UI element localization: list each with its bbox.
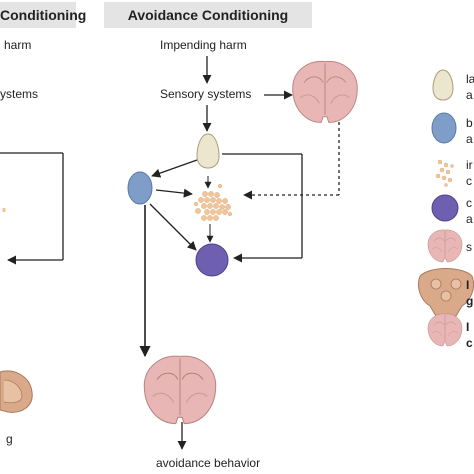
legend-lateral-label-2: a [466,88,473,102]
central-amygdala-node [195,243,229,277]
legend-brain-label: s [466,240,472,254]
lateral-amygdala-node [196,133,220,169]
legend-itc-label-2: c [466,174,472,188]
legend-brain2-label-1: I [466,320,470,334]
legend-basal-label-2: a [466,132,473,146]
legend-brain2-label-2: c [466,336,473,350]
left-behavior-label: g [6,432,13,446]
right-panel-header: Avoidance Conditioning [104,2,312,28]
itc-cluster-node [193,183,232,221]
avoidance-behavior-label: avoidance behavior [156,456,261,470]
legend-basal-label-1: b [466,116,473,130]
avoidance-connectors [139,56,340,450]
sensory-cortex-brain [292,60,358,123]
legend-brainstem-label-1: I [466,278,470,292]
basal-amygdala-node [127,171,153,205]
impending-harm-label: Impending harm [160,38,247,52]
legend-lateral-label-1: la [466,72,474,86]
left-harm-label: harm [4,38,32,52]
left-panel-header: Conditioning [0,2,86,28]
legend-brainstem-label-2: g [466,294,474,308]
left-panel-connectors [0,152,64,265]
avoidance-output-brain [143,355,217,425]
legend-central-label-1: c [466,196,472,210]
left-brainstem-fragment [0,370,33,413]
legend-itc-label-1: ir [466,158,473,172]
legend-central-label-2: a [466,212,473,226]
sensory-systems-label: Sensory systems [160,87,252,101]
left-sensory-label: ystems [0,87,39,101]
